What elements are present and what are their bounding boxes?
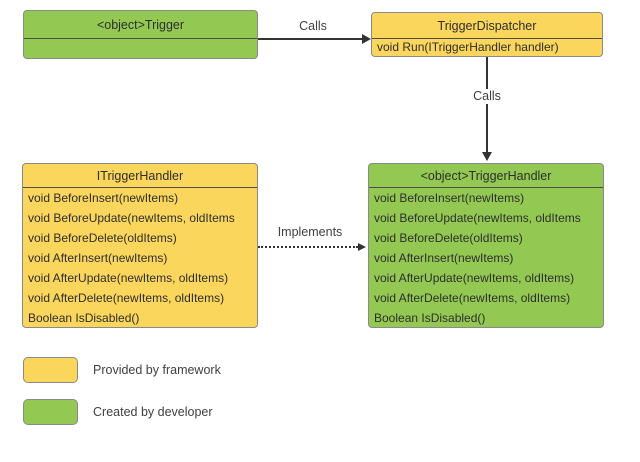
class-title-object-trigger: <object>Trigger xyxy=(24,11,257,39)
legend-label-framework: Provided by framework xyxy=(93,363,221,377)
method-row: Boolean IsDisabled() xyxy=(28,311,140,325)
method-row: void AfterUpdate(newItems, oldItems) xyxy=(28,271,229,285)
legend-swatch-developer xyxy=(23,399,78,425)
class-box-object-trigger: <object>Trigger xyxy=(23,10,258,59)
connector-calls-1-label: Calls xyxy=(299,19,327,33)
connector-calls-2-label: Calls xyxy=(462,89,512,104)
class-box-object-triggerhandler: <object>TriggerHandler void BeforeInsert… xyxy=(368,163,604,328)
method-row: void BeforeDelete(oldItems) xyxy=(374,231,523,245)
connector-implements-label: Implements xyxy=(277,225,343,239)
connector-calls-2-line xyxy=(486,57,488,153)
arrowhead-down-icon xyxy=(482,152,492,161)
method-row: void BeforeDelete(oldItems) xyxy=(28,231,177,245)
legend-label-developer: Created by developer xyxy=(93,405,213,419)
arrowhead-right-icon xyxy=(358,243,366,251)
method-row: Boolean IsDisabled() xyxy=(374,311,486,325)
method-row: void AfterInsert(newItems) xyxy=(374,251,514,265)
arrowhead-right-icon xyxy=(362,34,371,44)
connector-implements-line xyxy=(258,246,358,248)
class-title-itriggerhandler: ITriggerHandler xyxy=(23,164,257,188)
method-row: void BeforeUpdate(newItems, oldItems xyxy=(374,211,581,225)
method-row: void AfterInsert(newItems) xyxy=(28,251,168,265)
method-row: void BeforeInsert(newItems) xyxy=(374,191,525,205)
method-row: void BeforeUpdate(newItems, oldItems xyxy=(28,211,235,225)
method-row: void BeforeInsert(newItems) xyxy=(28,191,179,205)
connector-calls-1-line xyxy=(258,38,363,40)
legend-swatch-framework xyxy=(23,357,78,383)
method-row: void AfterDelete(newItems, oldItems) xyxy=(374,291,571,305)
method-row: void AfterDelete(newItems, oldItems) xyxy=(28,291,225,305)
class-title-trigger-dispatcher: TriggerDispatcher xyxy=(372,13,602,39)
class-title-object-triggerhandler: <object>TriggerHandler xyxy=(369,164,603,188)
class-box-trigger-dispatcher: TriggerDispatcher void Run(ITriggerHandl… xyxy=(371,12,603,57)
class-box-itriggerhandler: ITriggerHandler void BeforeInsert(newIte… xyxy=(22,163,258,328)
method-row: void AfterUpdate(newItems, oldItems) xyxy=(374,271,575,285)
method-row: void Run(ITriggerHandler handler) xyxy=(377,40,559,54)
